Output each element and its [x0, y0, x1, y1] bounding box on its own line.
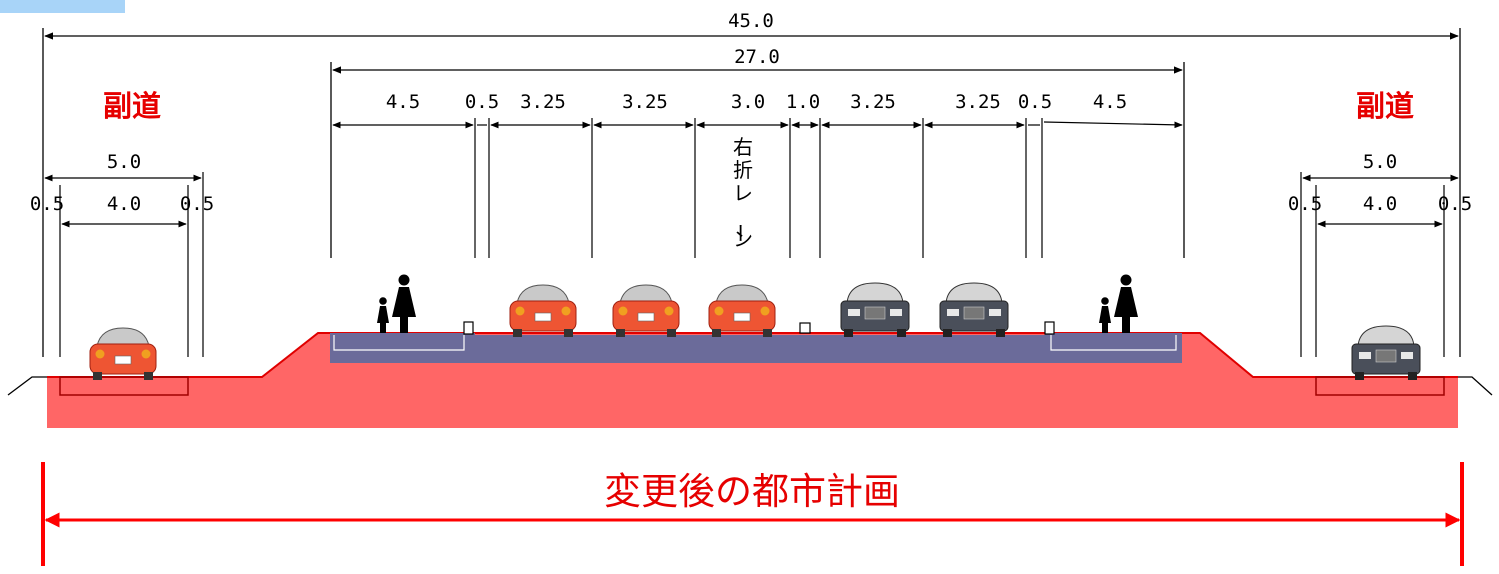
car-right-turn-lane: [708, 284, 776, 338]
curb-left: [463, 321, 474, 335]
segment-label: 3.25: [955, 91, 1001, 113]
curb-right: [1044, 321, 1055, 335]
left-sidewalk-base: [330, 333, 475, 363]
right-turn-lane-char: 折: [733, 158, 753, 182]
segment-label: 4.5: [386, 91, 420, 113]
car-lane-2: [612, 284, 680, 338]
right-side-road-title: 副道: [1356, 89, 1414, 123]
right-sidewalk-base: [1045, 333, 1182, 363]
right-side-road-lane: 4.0: [1363, 193, 1397, 215]
left-side-road-total: 5.0: [107, 151, 141, 173]
right-turn-lane-char: レ: [733, 181, 753, 205]
plan-caption: 変更後の都市計画: [604, 470, 900, 513]
planning-width-arrow: [41, 462, 1464, 566]
right-turn-lane-label: 右折レーン: [728, 135, 753, 251]
total-width-label: 45.0: [728, 10, 774, 32]
segment-label: 0.5: [465, 91, 499, 113]
segment-dimension-lines: [332, 118, 1183, 258]
corner-tab: [0, 0, 125, 13]
segment-label: 3.25: [520, 91, 566, 113]
total-width-dimension: [42, 28, 1461, 357]
car-lane-3: [840, 282, 910, 338]
segment-label: 1.0: [786, 91, 820, 113]
segment-labels: 4.5 0.5 3.25 3.25 3.0 1.0 3.25 3.25 0.5 …: [386, 91, 1127, 113]
pedestrians-right: [1099, 274, 1138, 333]
left-side-road-dimension: [44, 172, 204, 357]
svg-text:右折レーン: 右折レーン: [728, 135, 753, 251]
left-side-road-lane: 4.0: [107, 193, 141, 215]
right-side-road-dimension: [1300, 172, 1459, 357]
main-road-width-label: 27.0: [734, 46, 780, 68]
right-turn-lane-char: ン: [733, 227, 753, 251]
car-lane-1: [509, 284, 577, 338]
car-right-side-road: [1351, 325, 1421, 381]
left-side-road-margin-right: 0.5: [180, 193, 214, 215]
segment-label: 3.25: [622, 91, 668, 113]
left-side-road-title: 副道: [103, 89, 161, 123]
car-left-side-road: [89, 327, 157, 381]
segment-label: 3.25: [850, 91, 896, 113]
right-side-road-margin-left: 0.5: [1288, 193, 1322, 215]
right-turn-lane-char: 右: [733, 135, 753, 159]
carriageway-base: [475, 335, 1045, 363]
left-side-road-margin-left: 0.5: [30, 193, 64, 215]
right-turn-lane-char: ー: [728, 223, 752, 243]
segment-label: 4.5: [1093, 91, 1127, 113]
main-road-dimension: [330, 62, 1185, 258]
pedestrians-left: [377, 274, 416, 333]
car-lane-4: [939, 282, 1009, 338]
segment-label: 3.0: [731, 91, 765, 113]
median: [799, 322, 811, 334]
segment-label: 0.5: [1018, 91, 1052, 113]
right-side-road-total: 5.0: [1363, 151, 1397, 173]
right-side-road-margin-right: 0.5: [1438, 193, 1472, 215]
